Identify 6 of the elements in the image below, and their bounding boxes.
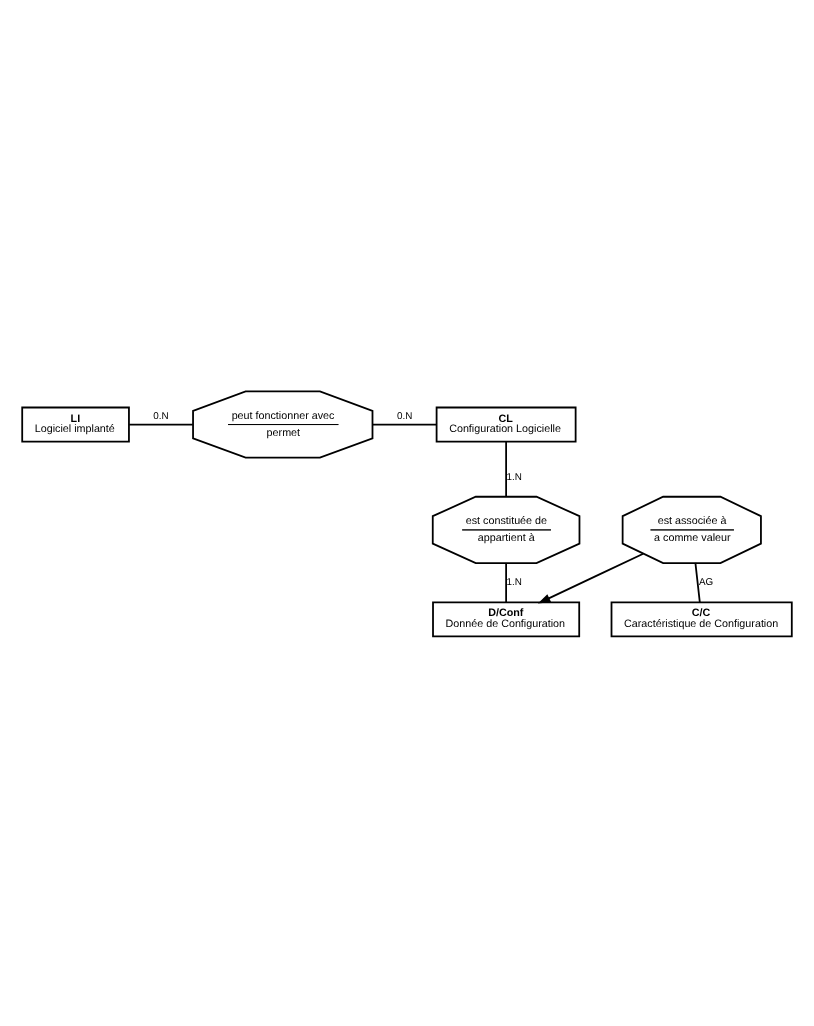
connector — [505, 439, 507, 497]
connector — [128, 422, 194, 425]
arrow — [537, 551, 645, 603]
connector — [505, 561, 507, 603]
connector — [694, 561, 701, 603]
connector — [371, 422, 438, 425]
